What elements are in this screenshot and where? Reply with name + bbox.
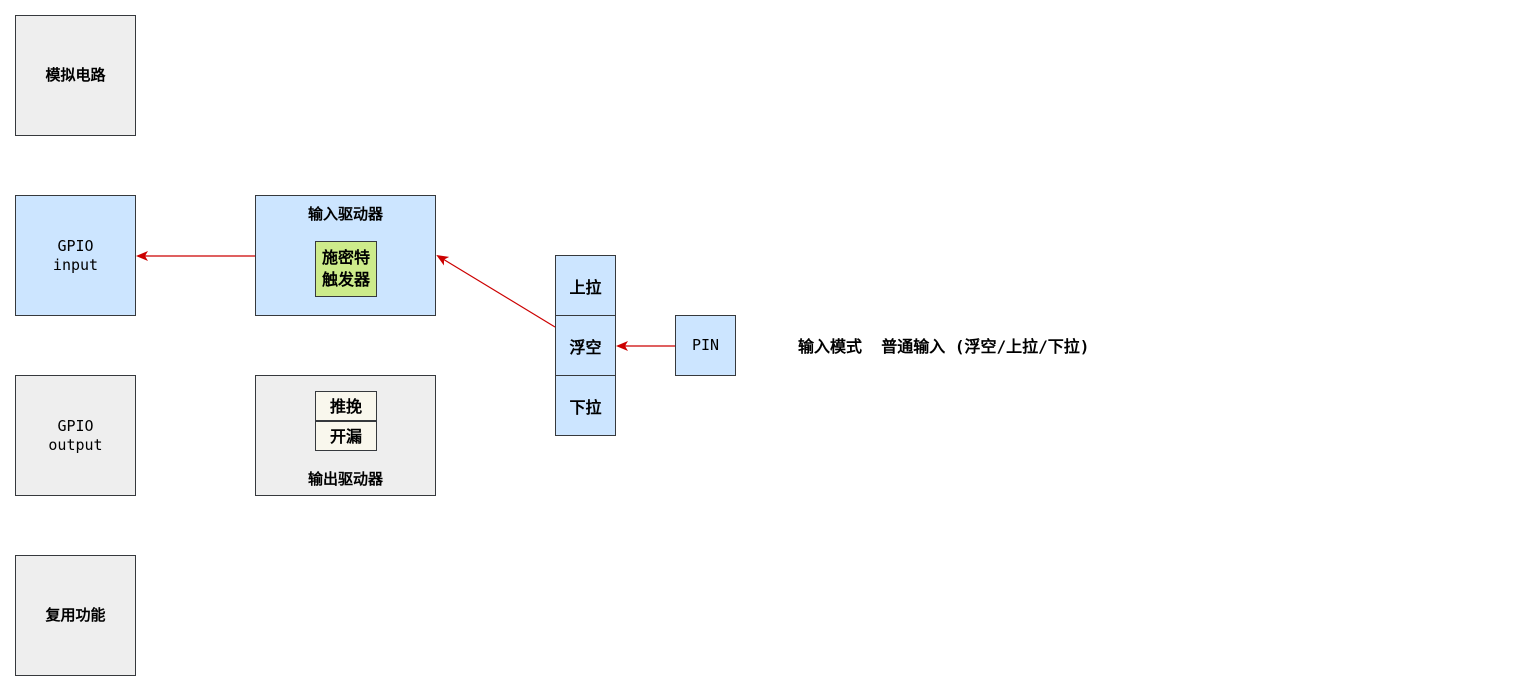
pull-down-cell: 下拉: [555, 375, 616, 436]
gpio-input-label-line2: input: [52, 255, 99, 274]
output-driver-block: 推挽 开漏 输出驱动器: [255, 375, 436, 496]
schmitt-trigger-label-line2: 触发器: [321, 270, 370, 289]
input-driver-title: 输入驱动器: [307, 205, 383, 223]
input-driver-block: 输入驱动器 施密特 触发器: [255, 195, 436, 316]
arrow-floating-to-input-driver: [436, 254, 556, 328]
gpio-output-block: GPIO output: [15, 375, 136, 496]
schmitt-trigger-label-line1: 施密特: [321, 248, 370, 267]
alternate-function-label: 复用功能: [45, 606, 106, 624]
floating-label: 浮空: [569, 337, 602, 357]
gpio-input-block: GPIO input: [15, 195, 136, 316]
pull-up-cell: 上拉: [555, 255, 616, 316]
alternate-function-block: 复用功能: [15, 555, 136, 676]
analog-circuit-block: 模拟电路: [15, 15, 136, 136]
analog-circuit-label: 模拟电路: [45, 66, 106, 84]
open-drain-cell: 开漏: [315, 421, 377, 451]
push-pull-label: 推挽: [329, 396, 362, 416]
gpio-output-label-line1: GPIO: [57, 416, 94, 435]
gpio-input-label-line1: GPIO: [57, 236, 94, 255]
output-driver-title: 输出驱动器: [307, 470, 383, 488]
open-drain-label: 开漏: [329, 426, 362, 446]
floating-cell: 浮空: [555, 315, 616, 376]
pin-label: PIN: [691, 336, 720, 354]
schmitt-trigger-block: 施密特 触发器: [315, 241, 377, 297]
gpio-output-label-line2: output: [48, 435, 103, 454]
pull-up-label: 上拉: [569, 277, 602, 297]
input-mode-caption: 输入模式 普通输入 (浮空/上拉/下拉): [798, 337, 1090, 356]
pin-block: PIN: [675, 315, 736, 376]
push-pull-cell: 推挽: [315, 391, 377, 421]
pull-down-label: 下拉: [569, 397, 602, 417]
